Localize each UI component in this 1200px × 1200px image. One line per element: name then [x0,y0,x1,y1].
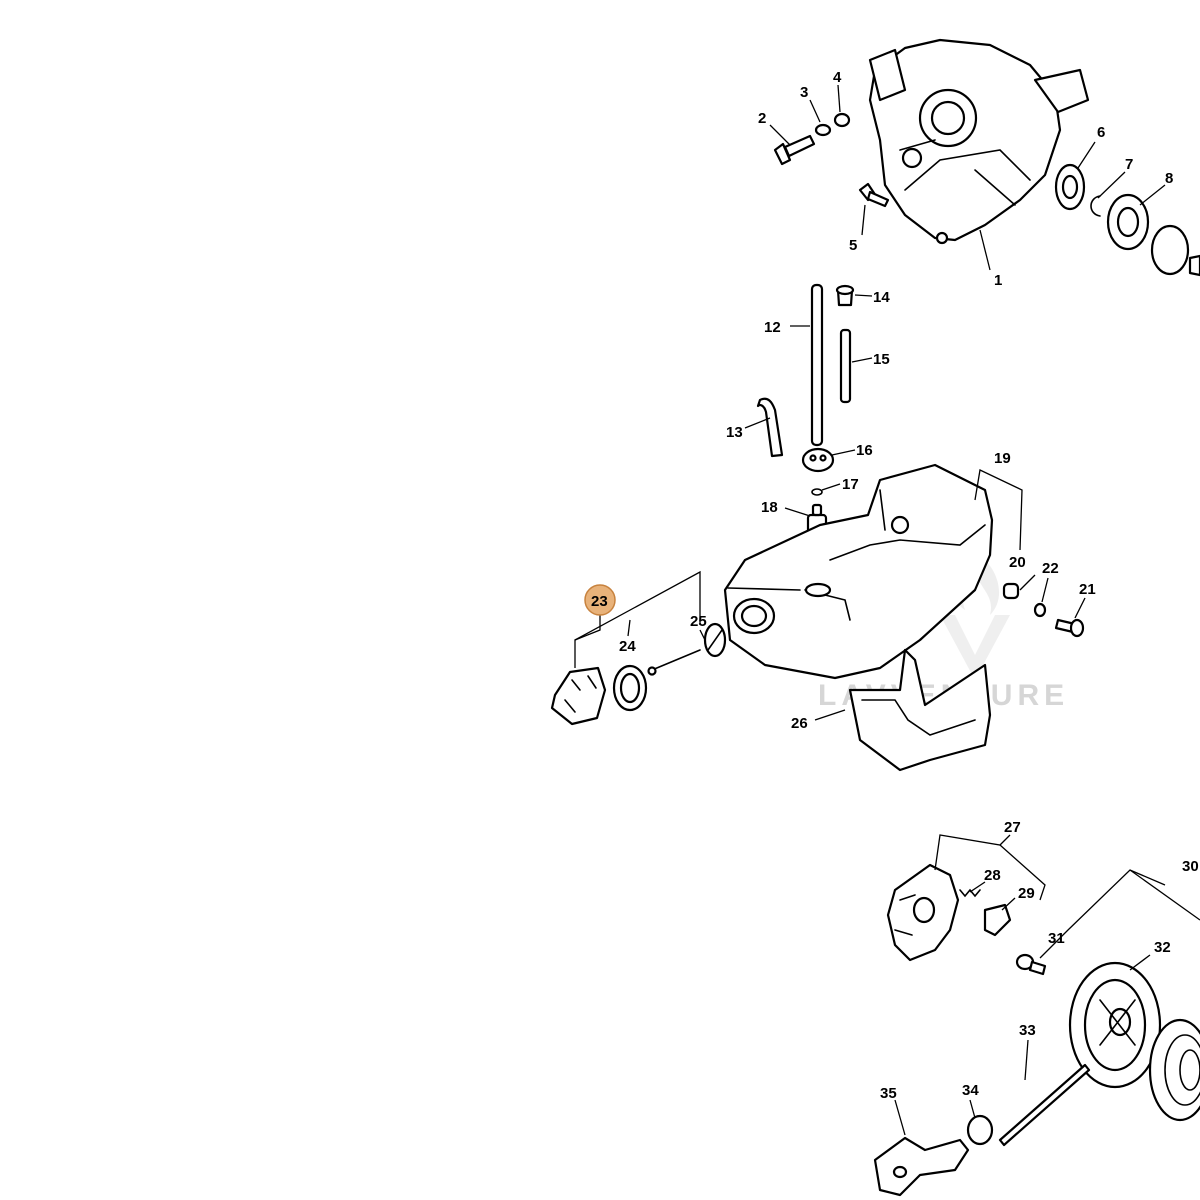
callout-7[interactable]: 7 [1125,156,1133,173]
callout-33[interactable]: 33 [1019,1022,1036,1039]
part-retaining-ring [1150,224,1190,276]
callout-19[interactable]: 19 [994,450,1011,467]
callout-14[interactable]: 14 [873,289,890,306]
part-screw-21 [1054,618,1085,638]
callout-17[interactable]: 17 [842,476,859,493]
part-rewind-housing [886,863,960,962]
callout-23[interactable]: 23 [591,593,608,610]
part-washer [814,123,832,137]
callout-16[interactable]: 16 [856,442,873,459]
part-circlip [1090,195,1101,217]
callout-28[interactable]: 28 [984,867,1001,884]
callout-15[interactable]: 15 [873,351,890,368]
leader-lines [574,84,1200,1136]
part-crankcase-housing [868,38,1090,245]
part-pawl [983,903,1012,937]
part-pickup-tube [810,283,824,447]
callout-2[interactable]: 2 [758,110,766,127]
part-o-ring [811,488,823,496]
part-rope-guide [966,1114,994,1146]
highlight-marker [584,584,616,616]
part-starter-rope [998,1063,1091,1147]
part-starter-grip [873,1136,970,1197]
callout-27[interactable]: 27 [1004,819,1021,836]
callout-4[interactable]: 4 [833,69,842,86]
part-rewind-spring [1148,1018,1200,1122]
part-edge-fitting [1188,254,1200,277]
part-grommet [801,447,835,473]
callout-32[interactable]: 32 [1154,939,1171,956]
part-fuel-hose [756,397,784,458]
callout-21[interactable]: 21 [1079,581,1096,598]
callout-18[interactable]: 18 [761,499,778,516]
callout-3[interactable]: 3 [800,84,808,101]
part-spring [959,888,981,898]
callout-34[interactable]: 34 [962,1082,979,1099]
part-filler-cap [550,666,607,726]
part-breather-valve [835,284,855,307]
callout-6[interactable]: 6 [1097,124,1105,141]
callout-1[interactable]: 1 [994,272,1002,289]
callout-30[interactable]: 30 [1182,858,1199,875]
part-support-frame [848,648,992,772]
part-spring-washer [833,112,851,128]
callout-31[interactable]: 31 [1048,930,1065,947]
part-screw-31 [1015,953,1047,976]
callout-8[interactable]: 8 [1165,170,1173,187]
callout-35[interactable]: 35 [880,1085,897,1102]
part-rope-rotor [1068,961,1162,1089]
callout-22[interactable]: 22 [1042,560,1059,577]
part-fuel-tank [723,463,994,680]
part-cap-strap [647,622,727,676]
part-screw [858,182,890,208]
callout-13[interactable]: 13 [726,424,743,441]
part-vent-hose [839,328,852,404]
callout-5[interactable]: 5 [849,237,857,254]
callout-24[interactable]: 24 [619,638,636,655]
callout-labels: 1 2 3 4 5 6 7 8 12 13 14 15 16 17 18 19 … [591,69,1199,1102]
callout-25[interactable]: 25 [690,613,707,630]
callout-20[interactable]: 20 [1009,554,1026,571]
callout-12[interactable]: 12 [764,319,781,336]
callout-29[interactable]: 29 [1018,885,1035,902]
part-washer-22 [1033,602,1047,618]
part-sleeve [1002,582,1020,600]
callout-26[interactable]: 26 [791,715,808,732]
part-bolt [773,134,816,166]
